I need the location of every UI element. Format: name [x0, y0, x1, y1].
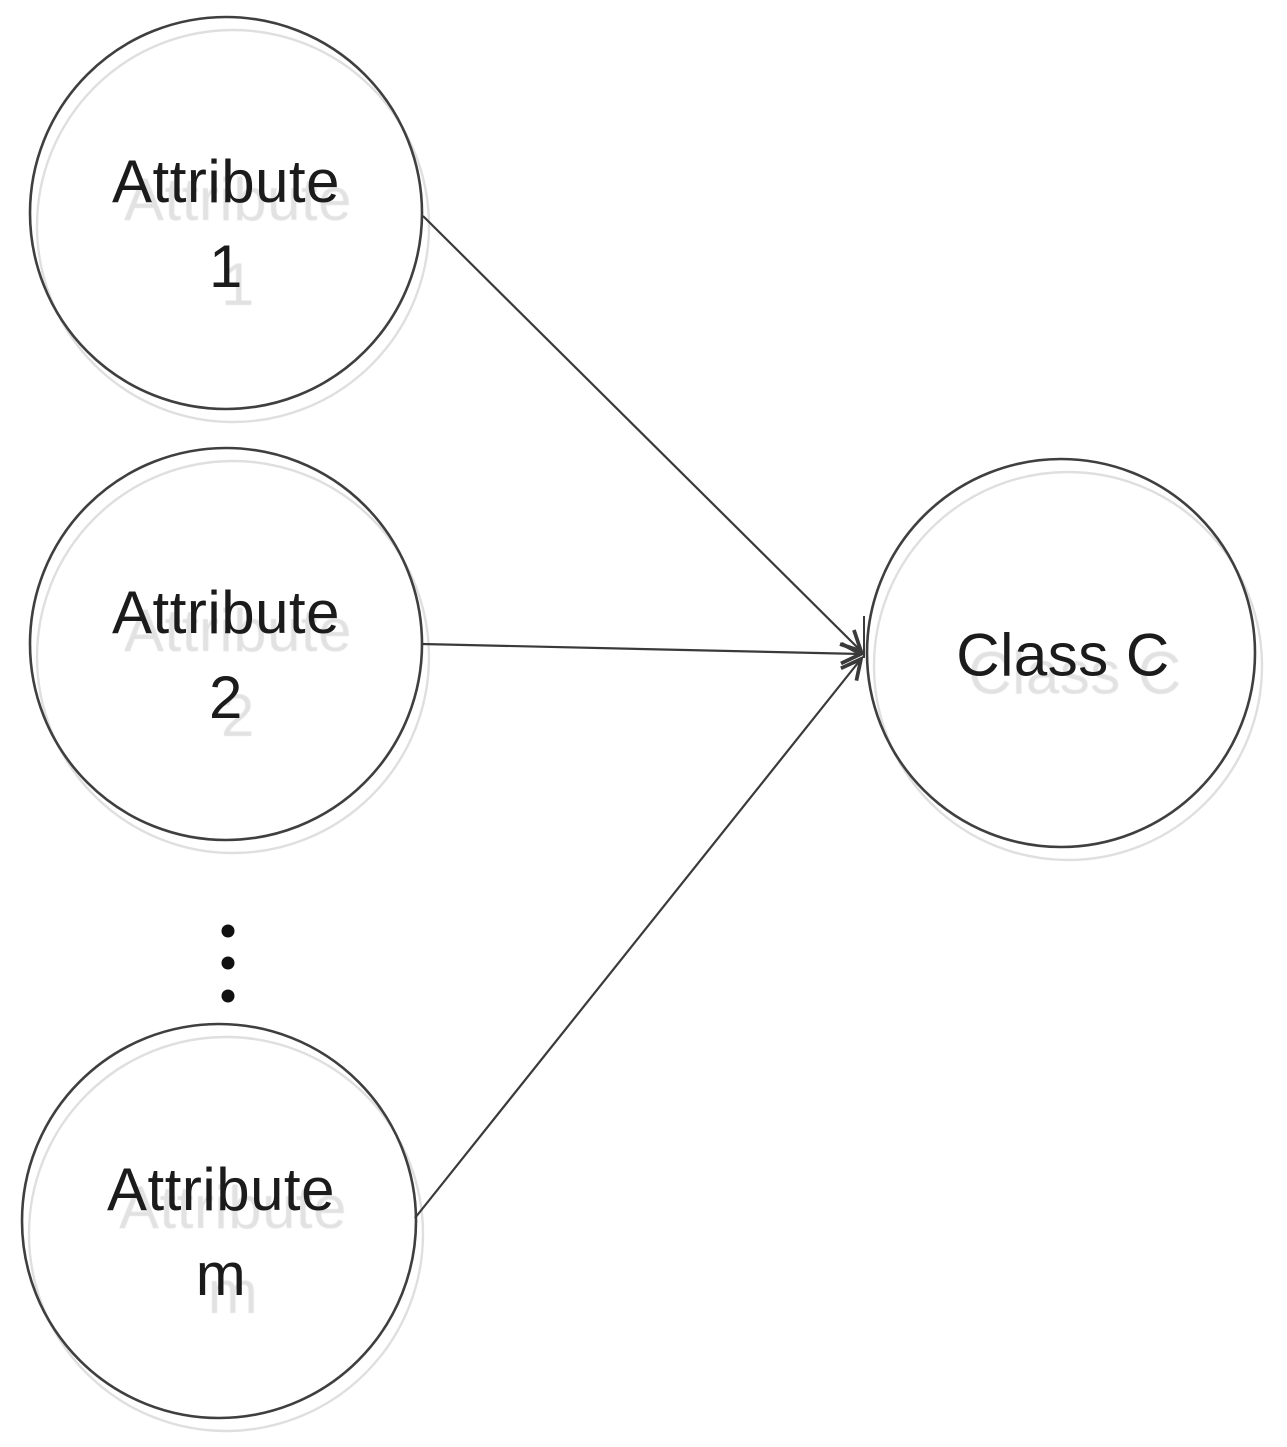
- node-label-class-c: Class C: [956, 612, 1170, 697]
- node-fill-attribute-2: [30, 448, 422, 840]
- ellipsis-dot-2: [221, 956, 235, 970]
- node-label-text: Class C: [956, 621, 1170, 689]
- node-label-text: Attribute: [112, 578, 340, 646]
- node-circle-attribute-m: [20, 1022, 418, 1420]
- node-shadow-attribute-2: [35, 459, 431, 855]
- edges-layer: [414, 215, 865, 1219]
- edge-attribute-2-to-class-c: [421, 644, 861, 654]
- node-label-text: m: [195, 1241, 247, 1308]
- node-label-attribute-m: Attribute m: [107, 1147, 335, 1317]
- node-fill-attribute-1: [30, 17, 422, 409]
- edge-attribute-1-to-class-c: [422, 215, 861, 651]
- nodes-layer: [20, 15, 1264, 1433]
- node-label-text: Attribute: [112, 147, 340, 215]
- node-label-attribute-2: Attribute 2: [112, 570, 340, 740]
- node-shadow-attribute-m: [27, 1035, 425, 1433]
- node-circle-class-c: [865, 457, 1257, 849]
- node-fill-class-c: [867, 459, 1255, 847]
- ellipsis-dot-3: [221, 989, 235, 1003]
- ellipsis-dot-1: [221, 924, 235, 938]
- node-label-text: Attribute: [107, 1155, 335, 1223]
- node-circle-attribute-1: [28, 15, 424, 411]
- ellipsis-layer: [221, 924, 235, 1003]
- node-label-attribute-1: Attribute 1: [112, 139, 340, 309]
- node-fill-attribute-m: [22, 1024, 416, 1418]
- node-shadow-attribute-1: [35, 28, 431, 424]
- node-label-text: 1: [209, 233, 243, 300]
- edge-attribute-m-to-class-c: [414, 659, 861, 1219]
- node-label-text: 2: [209, 664, 243, 731]
- node-shadow-class-c: [872, 470, 1264, 862]
